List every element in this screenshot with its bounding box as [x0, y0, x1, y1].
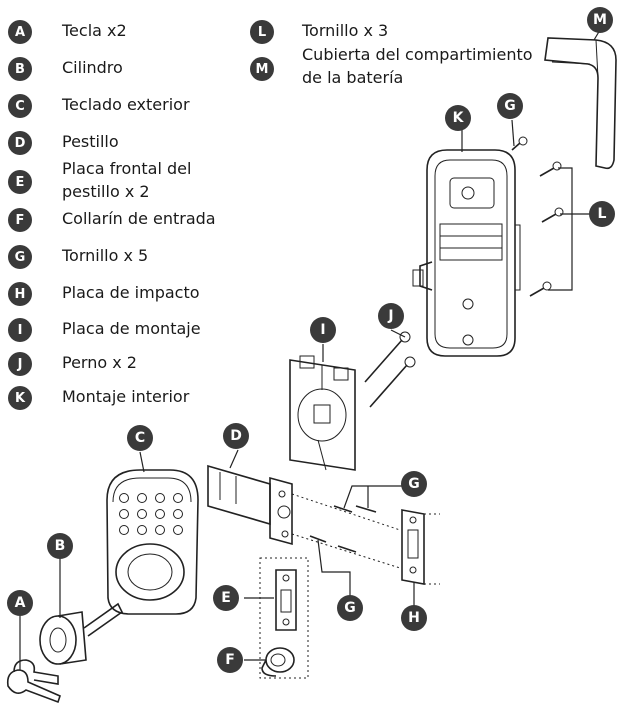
bolts-drawing — [364, 329, 416, 408]
legend-badge-k: K — [8, 386, 32, 410]
callout-g-top-letter: G — [504, 98, 516, 114]
legend-label-e-line1: Placa frontal del — [62, 159, 192, 178]
latch-faceplate-drawing — [244, 557, 309, 679]
legend-badge-j: J — [8, 352, 32, 376]
leader-c — [139, 451, 145, 473]
interior-mounting-drawing — [412, 149, 521, 357]
callout-i: I — [310, 317, 336, 343]
callout-h-letter: H — [408, 610, 420, 626]
legend-badge-i: I — [8, 318, 32, 342]
legend-badge-m: M — [250, 57, 274, 81]
cylinder-drawing — [39, 602, 124, 665]
callout-g-right-letter: G — [408, 476, 420, 492]
legend-label-g: Tornillo x 5 — [62, 246, 149, 265]
legend-label-k: Montaje interior — [62, 387, 190, 406]
legend-badge-c: C — [8, 94, 32, 118]
legend-badge-a: A — [8, 20, 32, 44]
callout-b: B — [47, 533, 73, 559]
legend-badge-g: G — [8, 245, 32, 269]
legend-label-m-line1: Cubierta del compartimiento — [302, 45, 533, 64]
battery-cover-drawing — [544, 37, 617, 170]
strike-plate-drawing — [401, 509, 440, 606]
callout-d-letter: D — [230, 428, 242, 444]
callout-d: D — [223, 423, 249, 449]
legend-label-l: Tornillo x 3 — [302, 21, 389, 40]
keys-drawing — [6, 659, 61, 704]
legend-badge-f: F — [8, 208, 32, 232]
callout-h: H — [401, 605, 427, 631]
callout-m: M — [587, 7, 613, 33]
callout-c: C — [127, 425, 153, 451]
callout-g-bottom: G — [337, 595, 363, 621]
callout-g-right: G — [401, 471, 427, 497]
callout-l-letter: L — [598, 206, 607, 222]
legend-label-f: Collarín de entrada — [62, 209, 216, 228]
screws-g-strike-drawing — [291, 485, 402, 596]
legend-badge-b: B — [8, 57, 32, 81]
callout-e: E — [213, 585, 239, 611]
legend-badge-e: E — [8, 170, 32, 194]
legend-label-e-line2: pestillo x 2 — [62, 182, 150, 201]
legend-label-h: Placa de impacto — [62, 283, 200, 302]
callout-l: L — [589, 201, 615, 227]
entrance-collar-drawing — [244, 647, 295, 677]
callout-g-bottom-letter: G — [344, 600, 356, 616]
screws-l-drawing — [529, 161, 600, 297]
callout-j: J — [378, 303, 404, 329]
legend-label-j: Perno x 2 — [62, 353, 137, 372]
callout-k: K — [445, 105, 471, 131]
callout-b-letter: B — [55, 538, 66, 554]
callout-e-letter: E — [221, 590, 231, 606]
legend-badge-h: H — [8, 282, 32, 306]
leader-d — [229, 449, 239, 469]
callout-k-letter: K — [453, 110, 465, 126]
legend-label-a: Tecla x2 — [62, 21, 127, 40]
callout-f: F — [217, 647, 243, 673]
legend-label-i: Placa de montaje — [62, 319, 201, 338]
callout-f-letter: F — [225, 652, 235, 668]
latch-drawing — [207, 464, 293, 546]
legend-label-b: Cilindro — [62, 58, 123, 77]
mounting-plate-drawing — [289, 355, 356, 471]
callout-g-top: G — [497, 93, 523, 119]
callout-j-letter: J — [387, 308, 393, 324]
callout-i-letter: I — [320, 322, 325, 338]
legend-label-m-line2: de la batería — [302, 68, 404, 87]
legend-badge-l: L — [250, 20, 274, 44]
callout-a: A — [7, 590, 33, 616]
callout-a-letter: A — [15, 595, 26, 611]
leader-g-top — [511, 119, 515, 147]
legend-label-d: Pestillo — [62, 132, 119, 151]
legend-label-c: Teclado exterior — [62, 95, 190, 114]
legend-badge-d: D — [8, 131, 32, 155]
exterior-keypad-drawing — [106, 469, 199, 615]
callout-c-letter: C — [135, 430, 145, 446]
screw-g-top-drawing — [511, 136, 528, 151]
callout-m-letter: M — [593, 12, 607, 28]
